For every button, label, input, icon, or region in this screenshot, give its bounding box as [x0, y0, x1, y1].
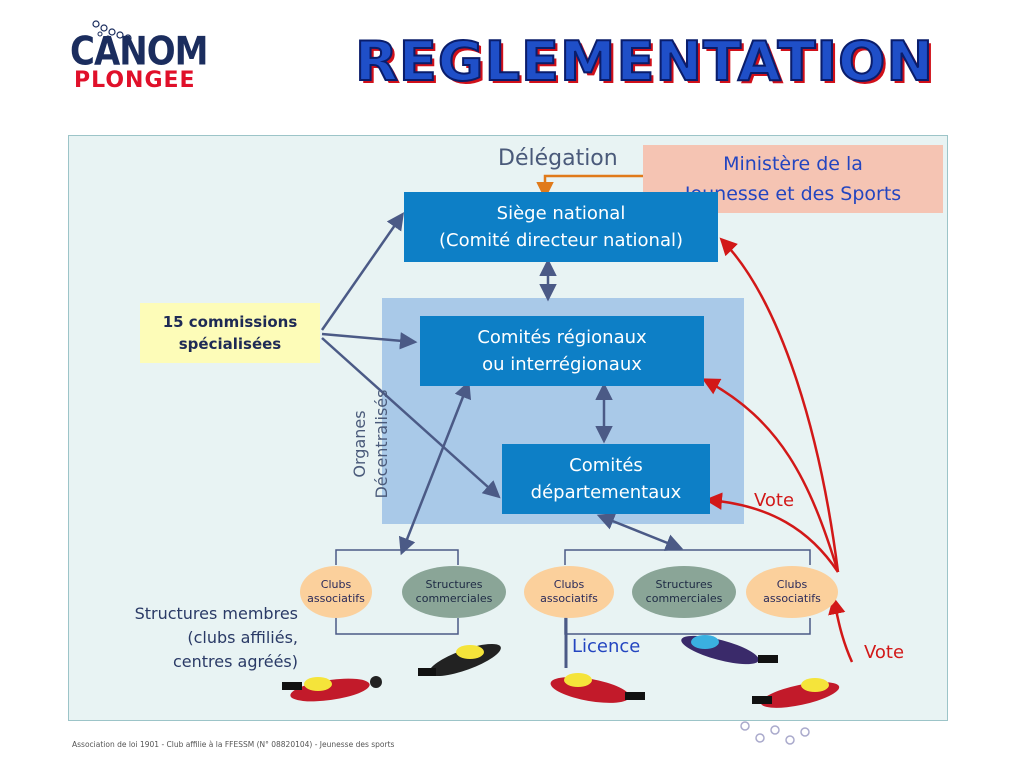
oval-line-2: associatifs — [307, 592, 365, 605]
members-line-2: (clubs affiliés, — [187, 628, 298, 647]
regional-line-1: Comités régionaux — [477, 327, 647, 348]
footer-text: Association de loi 1901 - Club affilie à… — [72, 740, 395, 749]
oval-line-2: associatifs — [540, 592, 598, 605]
vote-label-2: Vote — [864, 642, 905, 663]
national-box: Siège national (Comité directeur national… — [404, 192, 718, 262]
canom-plongee-logo: CANOM PLONGEE — [70, 18, 260, 96]
oval-line-1: Structures — [425, 578, 483, 591]
departmental-line-2: départementaux — [530, 482, 682, 503]
oval-line-2: associatifs — [763, 592, 821, 605]
diver-icon — [752, 678, 840, 708]
regional-box: Comités régionaux ou interrégionaux — [420, 316, 704, 386]
oval-line-1: Clubs — [553, 578, 585, 591]
oval-line-1: Structures — [655, 578, 713, 591]
members-line-1: Structures membres — [134, 604, 298, 623]
oval-line-2: commerciales — [415, 592, 493, 605]
ministry-line-1: Ministère de la — [723, 153, 863, 175]
departmental-line-1: Comités — [569, 455, 643, 476]
members-line-3: centres agréés) — [173, 652, 298, 671]
diver-icon — [681, 635, 778, 665]
national-line-1: Siège national — [496, 203, 626, 224]
logo-text-canom: CANOM — [70, 29, 208, 75]
ministry-line-2: Jeunesse et des Sports — [684, 183, 902, 205]
oval-line-2: commerciales — [645, 592, 723, 605]
diver-icon — [550, 673, 645, 703]
oval-line-1: Clubs — [320, 578, 352, 591]
decentralized-line-1: Organes — [350, 410, 369, 478]
logo-text-plongee: PLONGEE — [74, 68, 196, 93]
departmental-box: Comités départementaux — [502, 444, 710, 514]
decentralized-line-2: Décentralisés — [372, 389, 391, 499]
diver-icon — [282, 676, 382, 702]
bubbles-icon — [92, 20, 132, 42]
oval-line-1: Clubs — [776, 578, 808, 591]
bubbles-icon — [740, 721, 810, 745]
regional-line-2: ou interrégionaux — [482, 354, 642, 375]
delegation-label: Délégation — [498, 146, 618, 171]
national-line-2: (Comité directeur national) — [438, 230, 684, 251]
decentralized-label: Organes Décentralisés — [349, 369, 397, 519]
commissions-line-2: spécialisées — [178, 335, 282, 353]
licence-label: Licence — [572, 636, 641, 657]
page-title: REGLEMENTATION — [354, 29, 935, 94]
commissions-line-1: 15 commissions — [162, 313, 298, 331]
vote-label-1: Vote — [754, 490, 795, 511]
diver-icon — [418, 643, 501, 677]
member-structures-label: Structures membres (clubs affiliés, cent… — [98, 602, 298, 674]
commissions-box: 15 commissions spécialisées — [140, 303, 320, 363]
